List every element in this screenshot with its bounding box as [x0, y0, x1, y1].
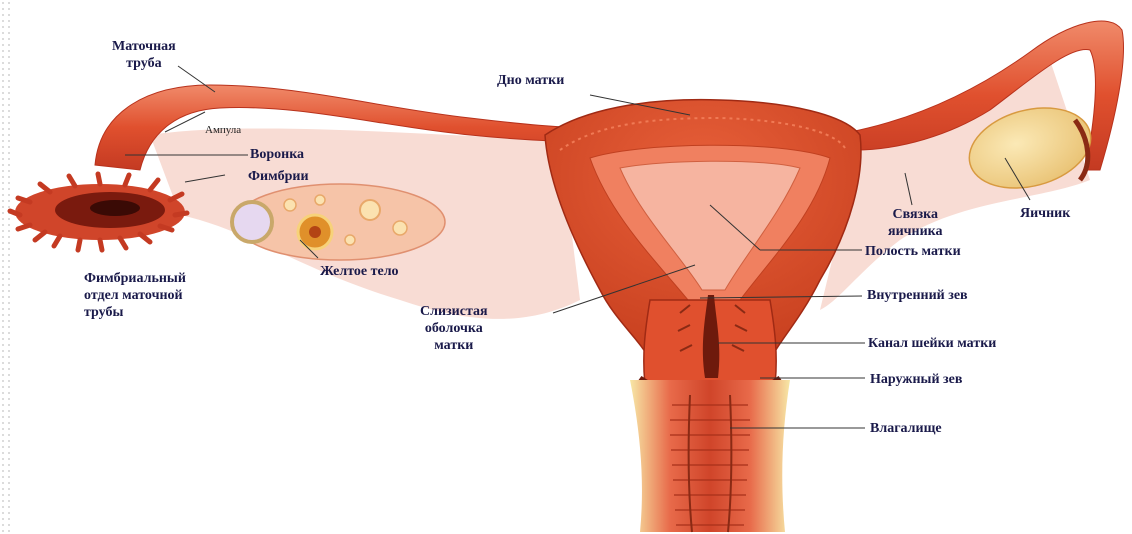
label-fimbrial-part: Фимбриальный отдел маточной трубы — [84, 270, 186, 321]
ovary-left — [232, 184, 445, 260]
label-external-os: Наружный зев — [870, 371, 962, 388]
label-internal-os: Внутренний зев — [867, 287, 968, 304]
label-infundibulum: Воронка — [250, 146, 304, 163]
label-uterine-cavity: Полость матки — [865, 243, 961, 260]
label-fundus: Дно матки — [497, 72, 564, 89]
label-fallopian-tube: Маточная труба — [112, 38, 176, 72]
label-cervical-canal: Канал шейки матки — [868, 335, 996, 352]
label-corpus-luteum: Желтое тело — [320, 263, 399, 280]
label-fimbriae: Фимбрии — [248, 168, 309, 185]
label-ovarian-ligament: Связка яичника — [888, 206, 943, 240]
label-vagina: Влагалище — [870, 420, 942, 437]
label-ampulla: Ампула — [205, 122, 241, 139]
label-endometrium: Слизистая оболочка матки — [420, 303, 488, 354]
vagina — [630, 380, 790, 532]
label-ovary: Яичник — [1020, 205, 1070, 222]
fimbriae-left — [10, 174, 187, 250]
